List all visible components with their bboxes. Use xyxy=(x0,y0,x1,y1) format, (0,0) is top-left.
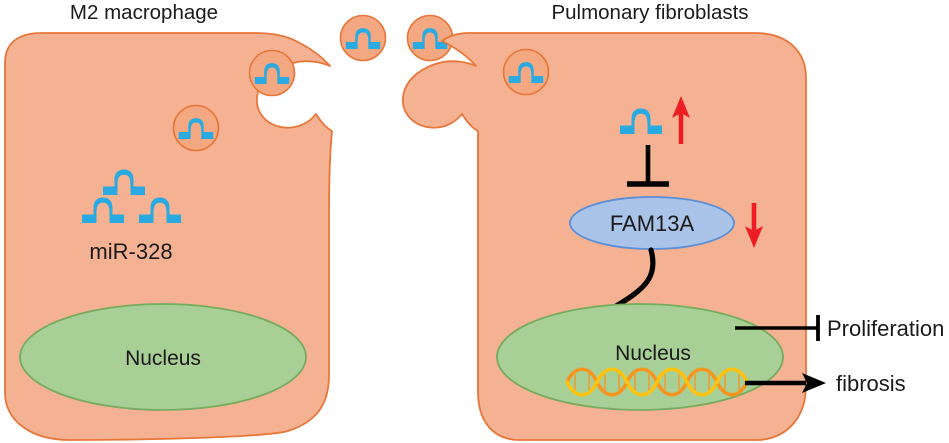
proliferation-outcome xyxy=(735,315,820,341)
pulmonary-fibroblast-title: Pulmonary fibroblasts xyxy=(551,1,748,24)
proliferation-label: Proliferation xyxy=(827,316,944,341)
pulmonary-fibroblast-cell[interactable]: FAM13A Nucleus xyxy=(401,32,807,441)
fibrosis-outcome xyxy=(745,373,826,393)
mirna-inhibits-fam13a-bar xyxy=(627,145,669,187)
m2-macrophage-title: M2 macrophage xyxy=(70,1,218,24)
fam13a-label: FAM13A xyxy=(610,211,695,236)
fam13a-down-arrow xyxy=(745,203,763,248)
releasing-exosome xyxy=(250,51,295,96)
mirna-up-arrow xyxy=(672,96,690,144)
fibroblast-nucleus-label: Nucleus xyxy=(615,342,691,365)
engulfed-exosome xyxy=(504,50,549,95)
dna-double-helix-icon xyxy=(565,367,749,397)
free-exosome xyxy=(341,16,386,61)
m2-nucleus-label: Nucleus xyxy=(125,347,201,370)
intracellular-exosome xyxy=(174,106,219,151)
fibrosis-label: fibrosis xyxy=(836,371,906,396)
m2-macrophage-cell[interactable]: Nucleus miR-328 xyxy=(4,32,333,441)
m2-nucleus xyxy=(19,303,307,411)
mirna-name-label: miR-328 xyxy=(89,239,172,264)
free-exosomes-group xyxy=(341,16,453,61)
